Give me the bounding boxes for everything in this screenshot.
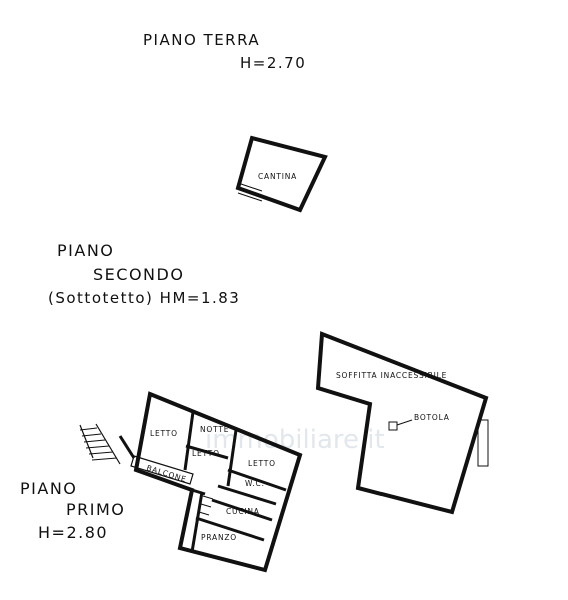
first-floor-outline: [133, 391, 303, 573]
stair-tread: [79, 427, 98, 431]
attic-label: SOFFITTA INACCESSIBILE: [336, 371, 447, 380]
first-floor-walls: [133, 391, 303, 573]
attic-walls: [315, 331, 489, 515]
inner-stair-tread: [198, 511, 210, 516]
stair-landing-wall: [118, 435, 136, 459]
attic-window: [477, 419, 489, 467]
partition-bed3: [226, 429, 238, 487]
partition-dining: [195, 516, 265, 542]
first-floor-title-line2: PRIMO: [66, 500, 125, 519]
inner-stair-tread: [200, 503, 212, 508]
partition-kitchen: [211, 498, 273, 522]
ground-floor-title: PIANO TERRA: [143, 31, 260, 49]
inner-stair-tread: [202, 495, 214, 500]
first-floor-height: H=2.80: [38, 523, 108, 542]
stair-tread: [91, 457, 118, 461]
stair-edge-right: [95, 423, 121, 465]
partition-wc: [217, 484, 277, 506]
external-stair: [79, 423, 136, 465]
wc-label: W.C.: [245, 479, 265, 488]
second-floor-title-line1: PIANO: [57, 241, 114, 260]
second-floor-subtitle: (Sottotetto) HM=1.83: [48, 289, 240, 307]
partition-bed1: [183, 411, 195, 471]
night-label: NOTTE: [200, 425, 229, 434]
first-floor-title-line1: PIANO: [20, 479, 77, 498]
stair-tread: [81, 433, 102, 437]
partition-wc-top: [227, 468, 287, 492]
cellar-step-2: [237, 192, 263, 202]
hatch-label: BOTOLA: [414, 413, 450, 422]
ground-floor-height: H=2.70: [240, 54, 306, 72]
stair-tread: [83, 439, 106, 443]
partition-night: [185, 444, 229, 460]
bed3-label: LETTO: [248, 459, 276, 468]
cellar-walls: [235, 135, 328, 213]
attic-room: [315, 331, 489, 515]
cellar-step: [237, 182, 263, 192]
partition-entry: [190, 491, 204, 553]
stair-tread: [85, 445, 110, 449]
stair-tread: [88, 451, 114, 455]
cellar-label: CANTINA: [258, 172, 297, 181]
second-floor-title-line2: SECONDO: [93, 265, 184, 284]
kitchen-label: CUCINA: [226, 507, 260, 516]
balcony-outline: [130, 455, 194, 485]
hatch-icon: [388, 421, 398, 431]
cellar-room: [235, 135, 328, 213]
balcony: [130, 455, 194, 485]
bed2-label: LETTO: [192, 449, 220, 458]
hatch-leader: [396, 419, 413, 426]
dining-label: PRANZO: [201, 533, 237, 542]
bed1-label: LETTO: [150, 429, 178, 438]
